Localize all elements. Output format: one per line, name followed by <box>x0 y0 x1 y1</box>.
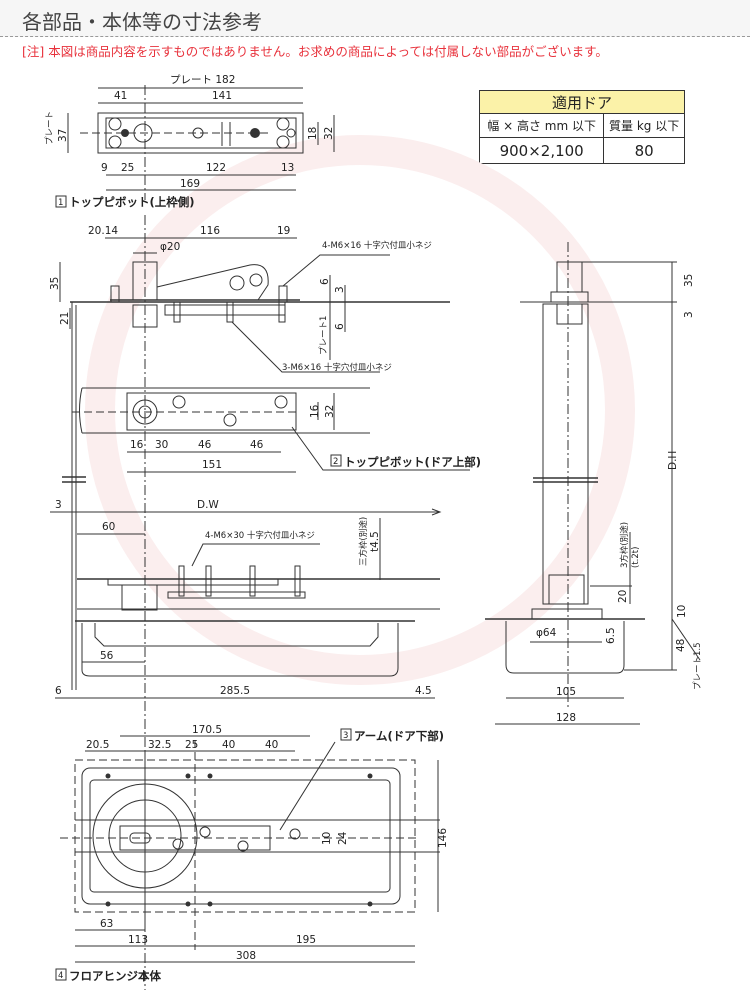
dim-18: 18 <box>307 127 319 140</box>
dim-plate1: プレート1 <box>319 316 329 355</box>
dim-10-side: 10 <box>676 605 688 618</box>
side-view: 35 3 D.H 3方枠(別途) (t.2t) 20 10 φ64 6.5 48… <box>485 242 703 725</box>
dim-60: 60 <box>102 521 115 533</box>
dim-16: 16 <box>130 439 144 451</box>
dim-32: 32 <box>323 127 335 140</box>
door-floor-hinge-section: 3 D.W 60 4-M6×30 十字穴付皿小ネジ 三方枠(別途) t4.5 5… <box>50 476 442 699</box>
dim-6-floor: 6 <box>55 685 62 697</box>
dim-25-plan: 25 <box>185 739 198 751</box>
disclaimer-note: [注] 本図は商品内容を示すものではありません。お求めの商品によっては付属しない… <box>22 44 608 59</box>
dim-phi64: φ64 <box>536 627 557 639</box>
screw-note-1: 4-M6×16 十字穴付皿小ネジ <box>322 240 432 251</box>
dim-46b: 46 <box>250 439 264 451</box>
part-number-3: 3 <box>343 731 348 741</box>
dim-116: 116 <box>200 225 220 237</box>
dim-20-side: 20 <box>617 590 629 603</box>
dim-146: 146 <box>437 828 449 848</box>
dim-13: 13 <box>281 162 294 174</box>
dim-285-5: 285.5 <box>220 685 250 697</box>
dim-41: 41 <box>114 90 127 102</box>
dim-t4-5: t4.5 <box>369 531 381 552</box>
top-pivot-section: 20.14 116 19 φ20 4-M6×16 十字穴付皿小ネジ 35 21 … <box>49 215 450 990</box>
dim-37: 37 <box>57 129 69 142</box>
dim-6-5: 6.5 <box>605 627 617 644</box>
page-title: 各部品・本体等の寸法参考 <box>22 10 262 34</box>
dim-plate1-5: プレート1.5 <box>693 642 703 690</box>
dim-128: 128 <box>556 712 576 724</box>
size-value: 900×2,100 <box>478 137 605 164</box>
dim-plate-label: プレート <box>45 111 55 145</box>
dim-19: 19 <box>277 225 290 237</box>
floor-hinge-plan: 170.5 20.5 32.5 25 40 40 3 アーム(ドア下部) 10 … <box>55 724 449 983</box>
dim-105: 105 <box>556 686 576 698</box>
dim-63: 63 <box>100 918 113 930</box>
dim-35: 35 <box>49 277 61 290</box>
dim-10-plan: 10 <box>321 832 333 845</box>
screw-note-2: 3-M6×16 十字穴付皿小ネジ <box>282 362 392 373</box>
part-label-4: フロアヒンジ本体 <box>69 969 161 983</box>
dim-48: 48 <box>675 639 687 652</box>
dim-9: 9 <box>101 162 108 174</box>
top-pivot-frame-plan: プレート 182 41 141 プレート 37 18 32 9 25 122 1… <box>45 74 335 209</box>
dim-25: 25 <box>121 162 134 174</box>
dim-308: 308 <box>236 950 256 962</box>
dim-30: 30 <box>155 439 168 451</box>
dim-169: 169 <box>180 178 200 190</box>
dim-door-width: D.W <box>197 499 219 511</box>
frame-note-side: 3方枠(別途) <box>619 522 630 568</box>
part-label-2: トップピボット(ドア上部) <box>344 455 481 469</box>
dim-24: 24 <box>337 831 349 845</box>
watermark <box>85 135 635 685</box>
dim-20-14: 20.14 <box>88 225 118 237</box>
table-title: 適用ドア <box>479 90 685 114</box>
part-label-3: アーム(ドア下部) <box>354 729 444 743</box>
part-label-1: トップピボット(上枠側) <box>69 195 195 209</box>
section-header: 各部品・本体等の寸法参考 <box>0 0 750 37</box>
dim-t2t: (t.2t) <box>631 547 641 568</box>
part-number-2: 2 <box>333 457 338 467</box>
dim-20-5: 20.5 <box>86 739 109 751</box>
dim-6b: 6 <box>334 323 346 330</box>
dim-141: 141 <box>212 90 232 102</box>
top-pivot-door-plan: 16 30 46 46 151 16 32 2 トップピボット(ドア上部) <box>72 387 481 473</box>
dim-plate-182: プレート 182 <box>170 74 235 86</box>
dim-35-side: 35 <box>683 274 695 287</box>
dim-6a: 6 <box>319 278 331 285</box>
dim-151: 151 <box>202 459 222 471</box>
part-number-1: 1 <box>58 198 63 208</box>
dim-32v: 32 <box>324 405 336 418</box>
dim-113: 113 <box>128 934 148 946</box>
part-number-4: 4 <box>58 971 63 981</box>
dim-122: 122 <box>206 162 226 174</box>
dim-46a: 46 <box>198 439 212 451</box>
col-weight-header: 質量 kg 以下 <box>603 113 685 138</box>
dim-door-height: D.H <box>667 451 679 470</box>
dim-21: 21 <box>59 312 71 325</box>
dim-16v: 16 <box>309 404 321 418</box>
dim-4-5: 4.5 <box>415 685 432 697</box>
frame-note: 三方枠(別途) <box>358 517 369 566</box>
dim-40b: 40 <box>265 739 278 751</box>
dim-3: 3 <box>334 286 346 293</box>
dim-phi20: φ20 <box>160 241 180 253</box>
dim-32-5: 32.5 <box>148 739 171 751</box>
dim-40a: 40 <box>222 739 235 751</box>
weight-value: 80 <box>603 137 685 164</box>
dim-56: 56 <box>100 650 114 662</box>
dim-170-5: 170.5 <box>192 724 222 736</box>
dim-3-door: 3 <box>55 499 62 511</box>
screw-note-3: 4-M6×30 十字穴付皿小ネジ <box>205 530 315 541</box>
dim-3-side: 3 <box>683 311 695 318</box>
dim-195: 195 <box>296 934 316 946</box>
